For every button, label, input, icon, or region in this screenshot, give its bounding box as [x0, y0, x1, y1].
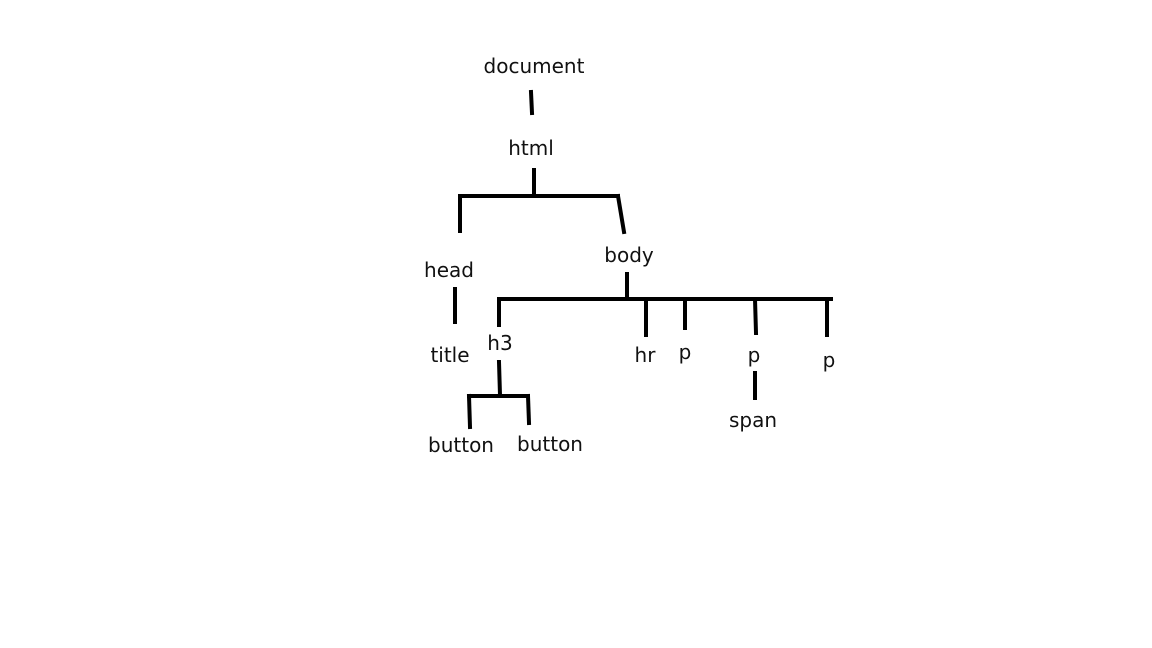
node-document: document	[483, 54, 585, 78]
node-body: body	[604, 243, 654, 267]
node-p-1: p	[678, 340, 692, 364]
node-button-1: button	[428, 433, 494, 457]
node-html: html	[508, 136, 554, 160]
edge-h3-button2	[525, 393, 532, 426]
edge-html-body	[615, 193, 627, 235]
node-button-2: button	[517, 432, 583, 456]
node-title: title	[430, 343, 470, 367]
node-p-3: p	[822, 348, 836, 372]
edge-body-p2	[752, 296, 759, 336]
edge-h3-button1	[466, 393, 473, 430]
node-p-2: p	[747, 343, 761, 367]
node-span: span	[728, 408, 778, 432]
node-h3: h3	[487, 331, 513, 355]
node-hr: hr	[634, 343, 656, 367]
edge-document-html	[528, 89, 535, 116]
node-head: head	[424, 258, 474, 282]
edge-h3-stem	[496, 359, 503, 398]
